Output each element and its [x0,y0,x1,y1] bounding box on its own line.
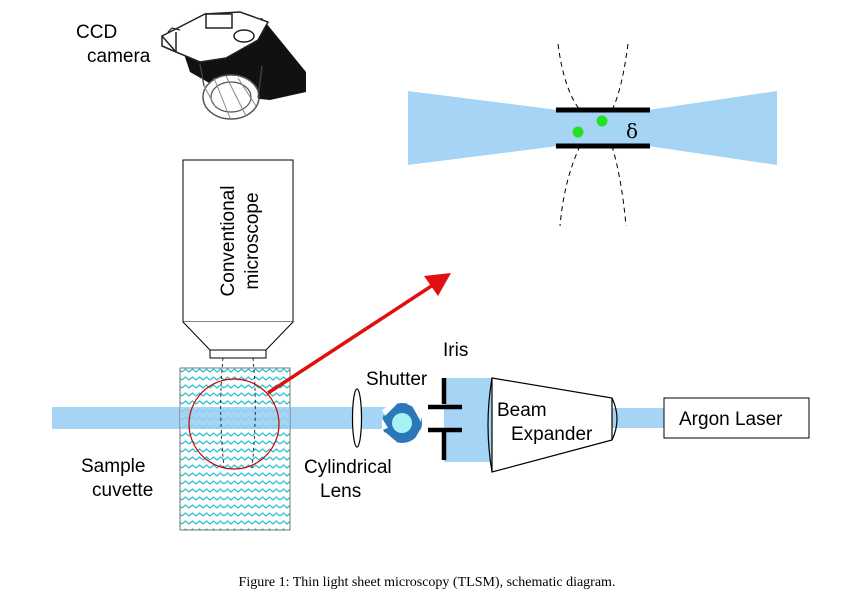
ccd-camera-icon [160,11,306,120]
zoom-arrow-head [424,273,451,296]
microscope-objective-tip [209,349,267,359]
objective-focus-lines [220,357,256,469]
cylindrical-lens [351,388,363,448]
cylindrical-lens-label-line1: Cylindrical [304,457,392,478]
iris-aperture [428,378,462,460]
microscope-label-line2: microscope [242,192,263,289]
zoom-arrow-line [267,283,434,395]
beam-expander-label-line2: Expander [511,424,593,445]
sheet-thickness-delta: δ [626,119,638,143]
argon-laser-label: Argon Laser [679,409,783,430]
cuvette-illuminated-plane [180,407,290,429]
sample-cuvette-label-line1: Sample [81,456,145,477]
fluorescent-particle-1 [572,126,584,138]
figure-caption: Figure 1: Thin light sheet microscopy (T… [239,575,616,590]
ccd-camera-label-line1: CCD [76,22,117,43]
inset-light-sheet [408,91,777,165]
microscope-objective-cone [182,321,294,351]
beam-expander-label-line1: Beam [497,400,547,421]
microscope-label-line1: Conventional [218,186,239,297]
argon-laser-box [663,397,810,439]
shutter-label: Shutter [366,369,428,390]
laser-output-beam [612,408,664,428]
inset-focus-lines [557,43,629,227]
cylindrical-lens-label-line2: Lens [320,481,361,502]
zoom-region-circle [188,378,280,470]
expanded-beam [444,378,492,462]
sample-cuvette-label-line2: cuvette [92,480,153,501]
shutter-icon [382,403,422,443]
microscope-body [182,159,294,323]
ccd-camera-label-line2: camera [87,46,151,67]
iris-label: Iris [443,340,468,361]
fluorescent-particle-2 [596,115,608,127]
